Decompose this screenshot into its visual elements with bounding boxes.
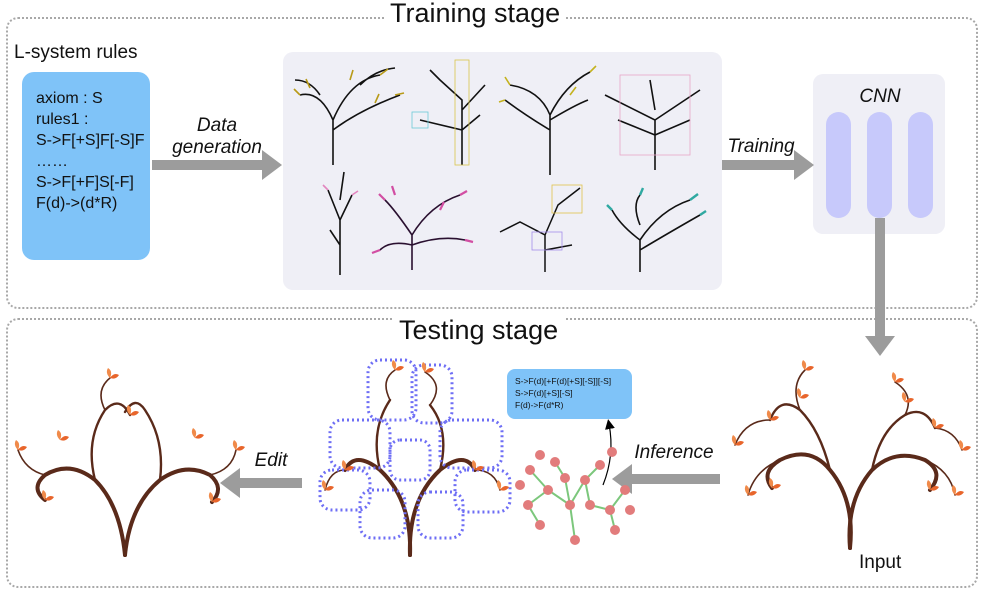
inference-graph bbox=[515, 447, 635, 545]
rule-line: S->F[+F]S[-F] bbox=[36, 174, 134, 191]
rule-line: …… bbox=[36, 153, 68, 170]
rule-line: axiom : S bbox=[36, 90, 103, 107]
cnn-layer bbox=[867, 112, 892, 218]
training-tree-6 bbox=[371, 185, 474, 270]
rule-line: S->F[+S]F[-S]F bbox=[36, 132, 145, 149]
training-label: Training bbox=[727, 136, 795, 157]
training-tree-8 bbox=[606, 187, 707, 272]
training-tree-4 bbox=[604, 74, 701, 170]
inferred-rule-line: F(d)->F(d*R) bbox=[515, 400, 564, 410]
lsystem-rules-label: L-system rules bbox=[14, 42, 138, 63]
training-tree-3 bbox=[498, 65, 597, 175]
edited-tree-leaves bbox=[14, 368, 245, 503]
cnn-layer bbox=[908, 112, 933, 218]
training-tree-2 bbox=[411, 59, 486, 166]
training-tree-5 bbox=[322, 171, 359, 275]
arrow-data-generation bbox=[152, 150, 282, 180]
cnn-layer bbox=[826, 112, 851, 218]
arrow-cnn-to-input bbox=[865, 218, 895, 356]
inferred-rule-line: S->F(d)[+F(d)[+S][-S]][-S] bbox=[515, 376, 612, 386]
generated-data-panel bbox=[283, 52, 722, 290]
annotated-tree bbox=[318, 358, 512, 557]
rule-line: rules1 : bbox=[36, 111, 89, 128]
input-label: Input bbox=[859, 552, 902, 573]
testing-stage-title: Testing stage bbox=[393, 315, 565, 345]
training-tree-1 bbox=[293, 67, 405, 165]
cnn-label: CNN bbox=[859, 86, 901, 107]
training-stage-title: Training stage bbox=[384, 0, 567, 28]
edit-label: Edit bbox=[254, 450, 288, 471]
inferred-rules-box: S->F(d)[+F(d)[+S][-S]][-S] S->F(d)[+S][-… bbox=[507, 369, 632, 419]
inference-label: Inference bbox=[634, 442, 714, 463]
rule-line: F(d)->(d*R) bbox=[36, 195, 118, 212]
inferred-rule-line: S->F(d)[+S][-S] bbox=[515, 388, 573, 398]
edited-tree bbox=[17, 377, 237, 557]
arrow-training bbox=[722, 150, 814, 180]
training-tree-7 bbox=[499, 184, 583, 272]
lsystem-rules-box: axiom : S rules1 : S->F[+S]F[-S]F …… S->… bbox=[22, 72, 150, 260]
arrow-edit bbox=[220, 468, 302, 498]
input-tree bbox=[734, 369, 963, 550]
data-generation-label: Data generation bbox=[172, 115, 262, 158]
